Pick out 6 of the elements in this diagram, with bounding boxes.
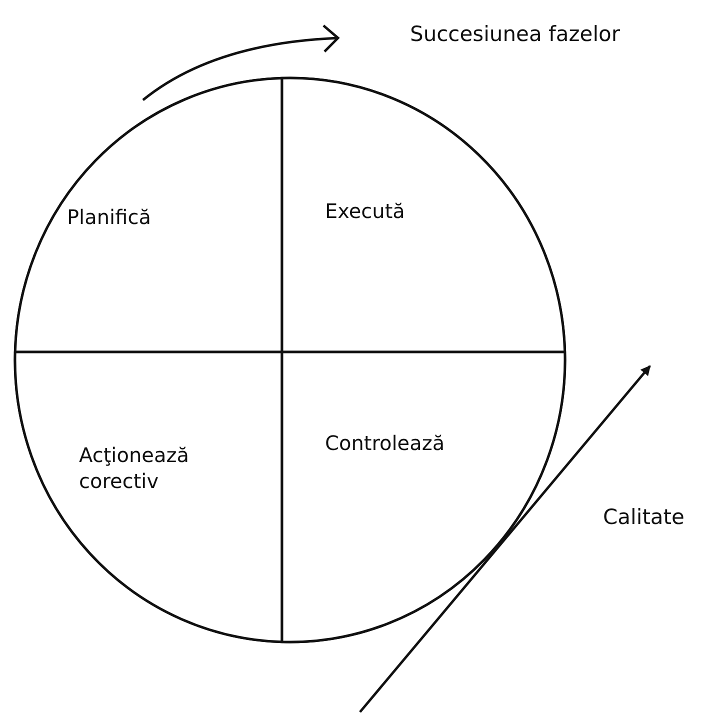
phase-label: Execută [325,198,405,224]
phase-label: Controlează [325,430,445,456]
quality-label: Calitate [603,505,684,529]
phase-label: Acţionează corectiv [79,442,190,494]
phase-label: Planifică [67,204,151,230]
cycle-direction-label: Succesiunea fazelor [410,22,620,46]
